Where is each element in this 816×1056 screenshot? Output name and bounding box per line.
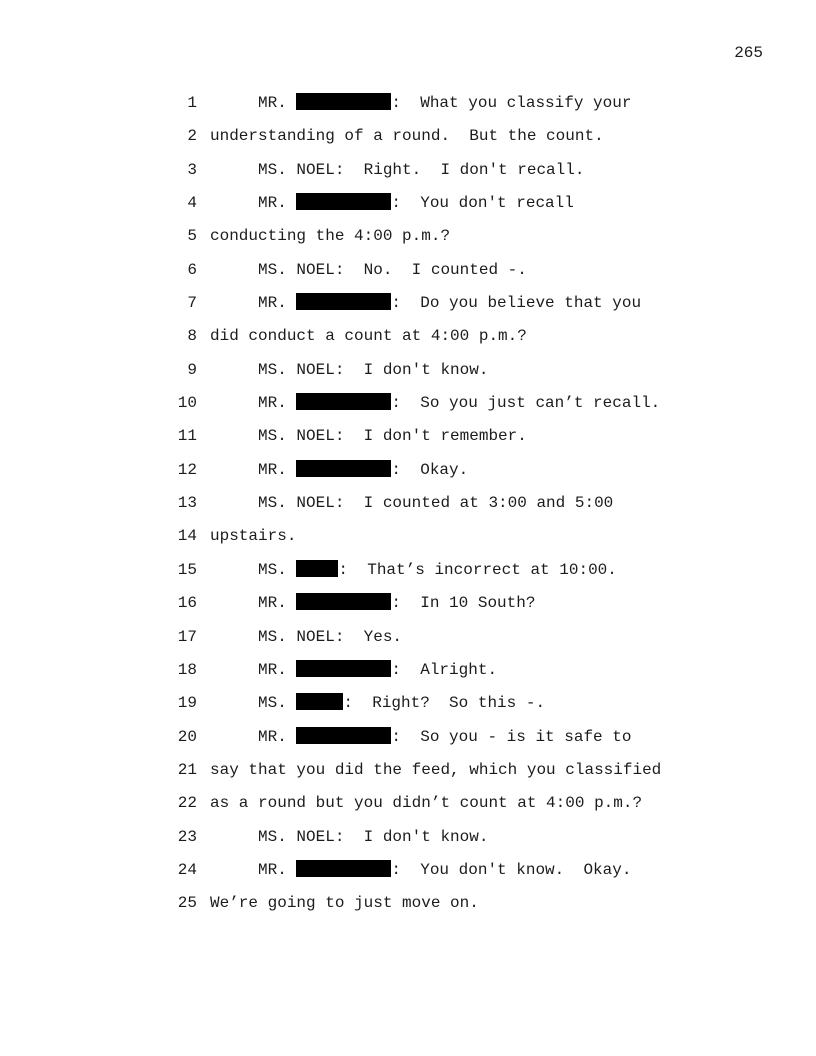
line-number: 19 xyxy=(177,694,197,713)
transcript-line: 13 MS. NOEL: I counted at 3:00 and 5:00 xyxy=(170,487,661,520)
line-text: We’re going to just move on. xyxy=(210,894,479,913)
line-number: 13 xyxy=(177,494,197,513)
transcript-line: 14 upstairs. xyxy=(170,520,661,553)
line-number: 15 xyxy=(177,560,197,579)
redaction-bar xyxy=(296,559,339,577)
line-number: 3 xyxy=(187,160,197,179)
redaction-bar xyxy=(296,393,392,411)
line-number: 14 xyxy=(177,527,197,546)
line-number: 9 xyxy=(187,360,197,379)
transcript-line: 21 say that you did the feed, which you c… xyxy=(170,754,661,787)
transcript-body: 1 MR. : What you classify your 2 understan… xyxy=(170,87,661,921)
line-text: MS. NOEL: No. I counted -. xyxy=(210,260,527,279)
line-number: 1 xyxy=(187,94,197,112)
line-text: MS. NOEL: I don't know. xyxy=(210,827,489,846)
transcript-line: 1 MR. : What you classify your xyxy=(170,87,661,120)
line-number: 25 xyxy=(177,894,197,913)
transcript-line: 17 MS. NOEL: Yes. xyxy=(170,621,661,654)
line-number: 7 xyxy=(187,294,197,313)
transcript-line: 24 MR. : You don't know. Okay. xyxy=(170,854,661,887)
page-number: 265 xyxy=(734,44,763,62)
line-text: MS. NOEL: I don't remember. xyxy=(210,427,527,446)
line-number: 17 xyxy=(177,627,197,646)
line-text: MR. : You don't know. Okay. xyxy=(210,859,632,879)
transcript-line: 9 MS. NOEL: I don't know. xyxy=(170,354,661,387)
redaction-bar xyxy=(296,859,392,877)
line-text: MR. : So you just can’t recall. xyxy=(210,393,661,413)
line-text: MS. NOEL: Right. I don't recall. xyxy=(210,160,585,179)
line-text: MS. NOEL: Yes. xyxy=(210,627,403,646)
line-text: MR. : You don't recall xyxy=(210,193,574,213)
line-number: 22 xyxy=(177,794,197,813)
line-number: 18 xyxy=(177,660,197,679)
line-text: as a round but you didn’t count at 4:00 … xyxy=(210,794,643,813)
line-text: MS. : Right? So this -. xyxy=(210,693,546,713)
line-number: 4 xyxy=(187,194,197,213)
line-number: 12 xyxy=(177,460,197,479)
redaction-bar xyxy=(296,293,392,311)
transcript-line: 10 MR. : So you just can’t recall. xyxy=(170,387,661,420)
line-text: say that you did the feed, which you cla… xyxy=(210,760,662,779)
redaction-bar xyxy=(296,593,392,611)
transcript-line: 5 conducting the 4:00 p.m.? xyxy=(170,220,661,253)
transcript-line: 12 MR. : Okay. xyxy=(170,454,661,487)
line-text: did conduct a count at 4:00 p.m.? xyxy=(210,327,527,346)
transcript-line: 3 MS. NOEL: Right. I don't recall. xyxy=(170,154,661,187)
line-number: 2 xyxy=(187,127,197,146)
redaction-bar xyxy=(296,193,392,211)
transcript-line: 7 MR. : Do you believe that you xyxy=(170,287,661,320)
transcript-line: 18 MR. : Alright. xyxy=(170,654,661,687)
line-text: MR. : Okay. xyxy=(210,459,469,479)
transcript-line: 22 as a round but you didn’t count at 4:0… xyxy=(170,787,661,820)
line-number: 24 xyxy=(177,860,197,879)
redaction-bar xyxy=(296,659,392,677)
transcript-line: 4 MR. : You don't recall xyxy=(170,187,661,220)
line-number: 6 xyxy=(187,260,197,279)
line-number: 21 xyxy=(177,760,197,779)
line-text: upstairs. xyxy=(210,527,297,546)
transcript-line: 2 understanding of a round. But the count… xyxy=(170,120,661,153)
line-text: MS. NOEL: I counted at 3:00 and 5:00 xyxy=(210,494,614,513)
line-text: MR. : So you - is it safe to xyxy=(210,726,632,746)
transcript-line: 15 MS. : That’s incorrect at 10:00. xyxy=(170,554,661,587)
line-text: MR. : Alright. xyxy=(210,659,498,679)
line-number: 11 xyxy=(177,427,197,446)
line-number: 20 xyxy=(177,727,197,746)
line-number: 16 xyxy=(177,594,197,613)
transcript-line: 8 did conduct a count at 4:00 p.m.? xyxy=(170,320,661,353)
transcript-line: 23 MS. NOEL: I don't know. xyxy=(170,821,661,854)
line-number: 23 xyxy=(177,827,197,846)
line-text: MS. NOEL: I don't know. xyxy=(210,360,489,379)
transcript-line: 11 MS. NOEL: I don't remember. xyxy=(170,420,661,453)
redaction-bar xyxy=(296,93,392,110)
line-number: 10 xyxy=(177,394,197,413)
redaction-bar xyxy=(296,459,392,477)
transcript-line: 16 MR. : In 10 South? xyxy=(170,587,661,620)
line-text: MS. : That’s incorrect at 10:00. xyxy=(210,559,617,579)
line-text: understanding of a round. But the count. xyxy=(210,127,604,146)
line-number: 5 xyxy=(187,227,197,246)
transcript-line: 19 MS. : Right? So this -. xyxy=(170,687,661,720)
line-text: MR. : In 10 South? xyxy=(210,593,536,613)
line-number: 8 xyxy=(187,327,197,346)
line-text: MR. : Do you believe that you xyxy=(210,293,642,313)
transcript-line: 25 We’re going to just move on. xyxy=(170,887,661,920)
line-text: MR. : What you classify your xyxy=(210,93,632,112)
transcript-line: 6 MS. NOEL: No. I counted -. xyxy=(170,254,661,287)
line-text: conducting the 4:00 p.m.? xyxy=(210,227,451,246)
redaction-bar xyxy=(296,693,344,711)
transcript-line: 20 MR. : So you - is it safe to xyxy=(170,721,661,754)
redaction-bar xyxy=(296,726,392,744)
